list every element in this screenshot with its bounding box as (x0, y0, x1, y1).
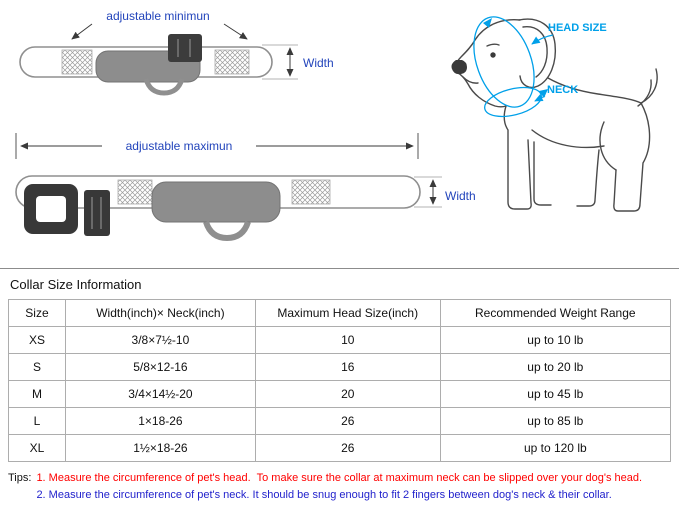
stitch-patch (291, 179, 331, 205)
table-cell: 3/8×7½-10 (64, 326, 256, 354)
dog-nose (451, 60, 467, 75)
table-cell: XL (8, 434, 66, 462)
table-cell: up to 45 lb (439, 380, 672, 408)
dog-ear (518, 18, 557, 89)
table-cell: 3/4×14½-20 (64, 380, 256, 408)
table-cell: 5/8×12-16 (64, 353, 256, 381)
tip-line-1: 1. Measure the circumference of pet's he… (36, 472, 643, 484)
dog-mouth (462, 76, 479, 84)
width-label-max: Width (445, 189, 476, 203)
stitch-patch (214, 49, 250, 75)
table-cell: 26 (254, 434, 441, 462)
collar-pad (151, 181, 281, 223)
d-ring (203, 220, 251, 242)
collar-diagram-canvas: adjustable minimun Width (15, 9, 658, 242)
dog-front-leg (503, 105, 532, 210)
tips-section: Tips: 1. Measure the circumference of pe… (0, 462, 679, 503)
width-label-min: Width (303, 56, 334, 70)
adjustable-minimum-label: adjustable minimun (106, 9, 209, 23)
dog-back (547, 77, 642, 104)
dog-eye (490, 52, 496, 58)
d-ring (143, 78, 185, 96)
measurement-annotations: HEAD SIZE NECK (473, 16, 607, 118)
dog-hind-leg-far (576, 149, 600, 207)
neck-label: NECK (547, 84, 578, 96)
section-divider (0, 268, 679, 269)
col-header-size: Size (8, 299, 66, 327)
table-cell: up to 120 lb (439, 434, 672, 462)
table-row: L 1×18-26 26 up to 85 lb (8, 407, 672, 435)
tip-line-2: 2. Measure the circumference of pet's ne… (36, 489, 612, 501)
table-cell: 20 (254, 380, 441, 408)
width-dimension-min: Width (262, 44, 334, 80)
head-size-loop (473, 16, 535, 108)
head-size-label: HEAD SIZE (548, 22, 607, 34)
stitch-patch (61, 49, 93, 75)
collar-min-drawing (19, 34, 273, 96)
col-header-head-size: Maximum Head Size(inch) (254, 299, 441, 327)
table-cell: S (8, 353, 66, 381)
table-cell: up to 85 lb (439, 407, 672, 435)
max-dimension-annotation: adjustable maximun (15, 133, 419, 159)
neck-leader-arrow (534, 94, 546, 102)
head-size-leader-arrow (531, 34, 554, 45)
table-cell: 26 (254, 407, 441, 435)
min-dimension-annotation: adjustable minimun (71, 9, 248, 40)
dog-tail-inner (637, 79, 652, 107)
dog-belly (531, 129, 605, 149)
head-loop-arrowhead (483, 18, 492, 28)
slider-buckle (84, 190, 110, 236)
neck-loop-arrowhead (539, 89, 548, 98)
table-cell: up to 20 lb (439, 353, 672, 381)
dimension-arrow-left (71, 23, 93, 40)
adjustable-maximum-label: adjustable maximun (126, 139, 233, 153)
buckle-opening (36, 196, 66, 222)
table-cell: 10 (254, 326, 441, 354)
table-row: M 3/4×14½-20 20 up to 45 lb (8, 380, 672, 408)
section-title: Collar Size Information (10, 277, 142, 292)
table-cell: M (8, 380, 66, 408)
tips-lines: 1. Measure the circumference of pet's he… (36, 471, 642, 503)
col-header-width-neck: Width(inch)× Neck(inch) (64, 299, 256, 327)
collar-max-drawing (15, 175, 421, 242)
table-row: XS 3/8×7½-10 10 up to 10 lb (8, 326, 672, 354)
dog-front-leg-far (533, 141, 552, 206)
table-header-row: Size Width(inch)× Neck(inch) Maximum Hea… (8, 299, 672, 327)
table-row: S 5/8×12-16 16 up to 20 lb (8, 353, 672, 381)
tips-label: Tips: (8, 472, 32, 484)
table-cell: XS (8, 326, 66, 354)
neck-loop (484, 86, 542, 118)
width-dimension-max: Width (414, 176, 476, 208)
table-cell: 1½×18-26 (64, 434, 256, 462)
slider-buckle (168, 34, 202, 62)
dog-hind-leg (613, 102, 651, 212)
dog-eyebrow (486, 43, 500, 47)
dog-thigh (599, 121, 617, 171)
dog-ear-inner (522, 26, 548, 78)
dimension-arrow-right (223, 23, 248, 40)
table-cell: 1×18-26 (64, 407, 256, 435)
dog-illustration (451, 18, 658, 212)
table-row: XL 1½×18-26 26 up to 120 lb (8, 434, 672, 462)
table-cell: 16 (254, 353, 441, 381)
collar-size-table: Size Width(inch)× Neck(inch) Maximum Hea… (8, 299, 672, 462)
dog-tail (640, 68, 658, 104)
col-header-weight-range: Recommended Weight Range (439, 299, 672, 327)
table-cell: L (8, 407, 66, 435)
stitch-patch (117, 179, 153, 205)
table-cell: up to 10 lb (439, 326, 672, 354)
